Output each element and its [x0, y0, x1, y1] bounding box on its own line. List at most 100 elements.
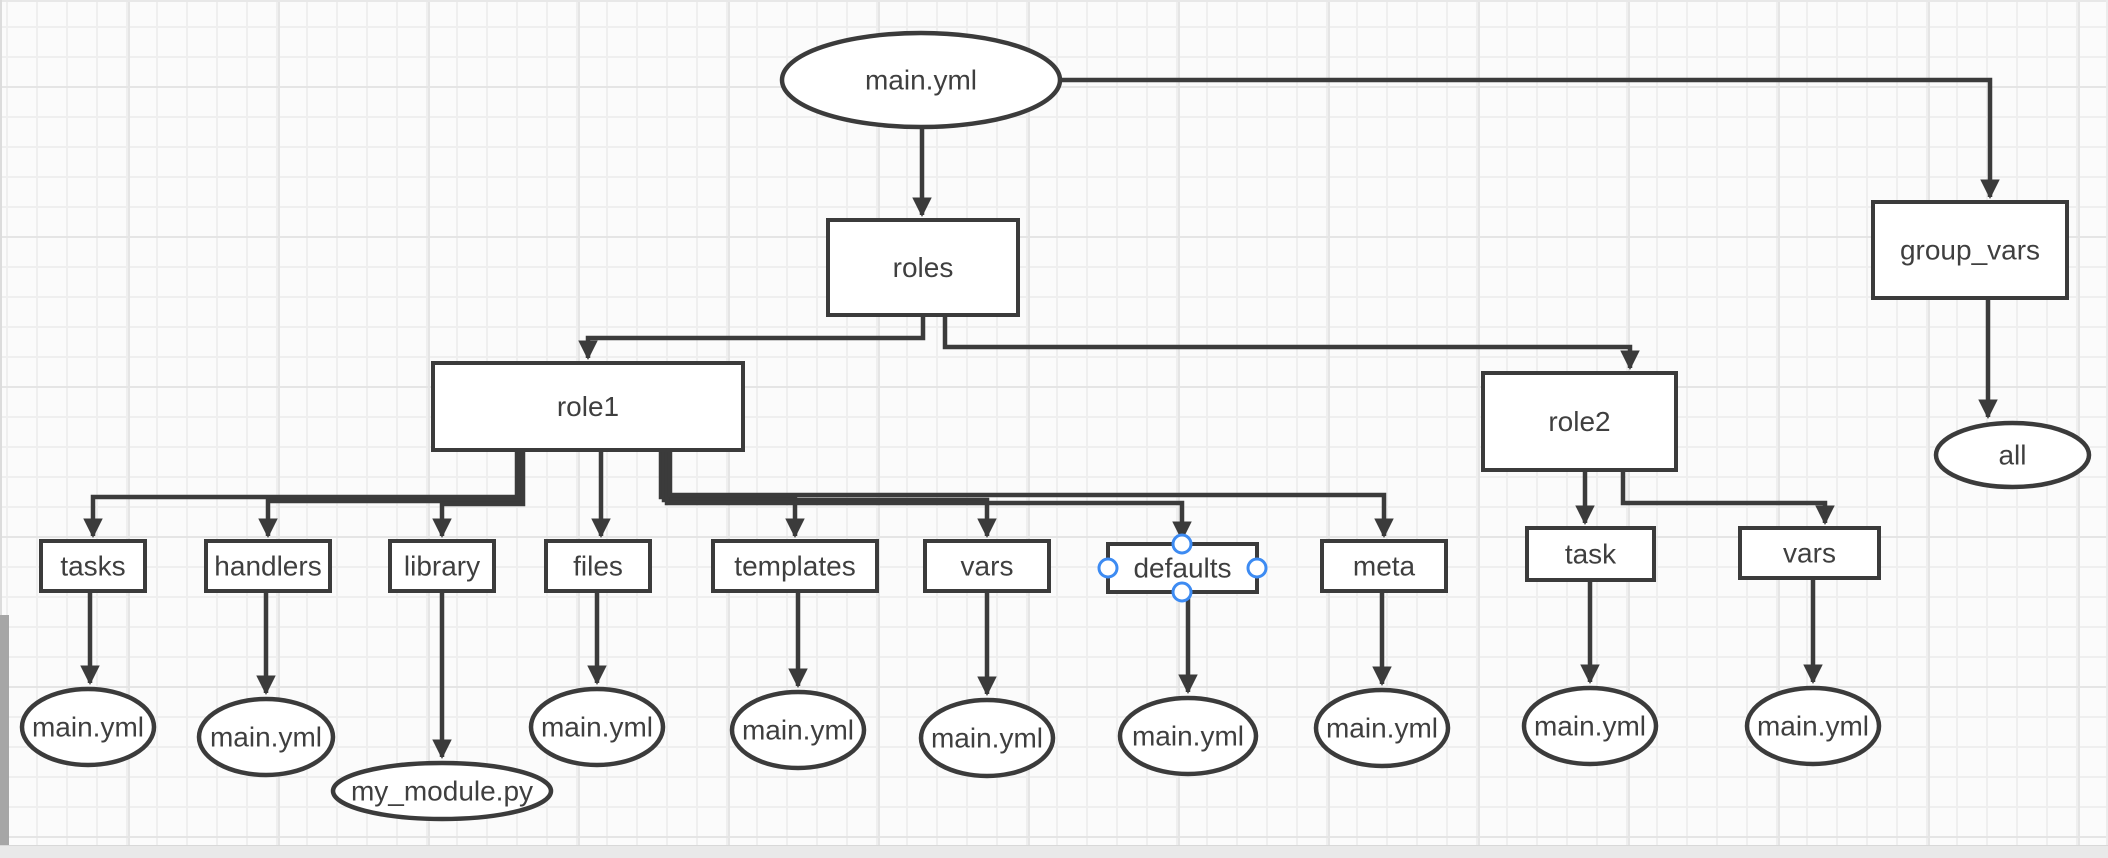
- vars2-label: vars: [1783, 538, 1836, 569]
- left-scrollbar-track[interactable]: [0, 0, 2, 845]
- roles-box[interactable]: [826, 218, 1020, 317]
- role2-label: role2: [1548, 406, 1610, 437]
- edge-role1-to-tasks[interactable]: [83, 450, 520, 538]
- ell-tasks-label: main.yml: [32, 712, 144, 743]
- ell-handlers-label: main.yml: [210, 722, 322, 753]
- node-roles[interactable]: roles: [826, 218, 1020, 317]
- tasks-label: tasks: [60, 551, 125, 582]
- node-templates[interactable]: templates: [711, 539, 879, 593]
- horizontal-scrollbar-track[interactable]: [0, 845, 2108, 858]
- templates-box[interactable]: [711, 539, 879, 593]
- node-ell-vars1[interactable]: main.yml: [918, 697, 1056, 779]
- ell-meta-label: main.yml: [1326, 713, 1438, 744]
- selection-handle-3[interactable]: [1171, 581, 1193, 603]
- ell-templates-label: main.yml: [742, 715, 854, 746]
- roles-label: roles: [893, 252, 954, 283]
- node-ell-task2[interactable]: main.yml: [1521, 685, 1659, 767]
- ell-task2-ellipse[interactable]: [1521, 685, 1659, 767]
- files-box[interactable]: [544, 539, 652, 593]
- node-ell-tasks[interactable]: main.yml: [19, 686, 157, 768]
- node-ell-meta[interactable]: main.yml: [1313, 687, 1451, 769]
- edge-role1-to-library[interactable]: [432, 450, 526, 538]
- ell-files-label: main.yml: [541, 712, 653, 743]
- node-role1[interactable]: role1: [431, 361, 745, 452]
- vars1-label: vars: [961, 551, 1014, 582]
- group-vars-label: group_vars: [1900, 235, 2040, 266]
- ell-task2-label: main.yml: [1534, 711, 1646, 742]
- ell-vars1-ellipse[interactable]: [918, 697, 1056, 779]
- edge-role1-to-vars1[interactable]: [661, 450, 997, 538]
- edge-main-to-group-vars[interactable]: [1060, 77, 2000, 199]
- node-files[interactable]: files: [544, 539, 652, 593]
- vars1-box[interactable]: [923, 539, 1051, 593]
- node-library[interactable]: library: [388, 539, 496, 593]
- node-ell-handlers[interactable]: main.yml: [196, 696, 336, 778]
- edge-role1-to-meta[interactable]: [667, 450, 1394, 538]
- edge-roles-to-role2[interactable]: [942, 315, 1640, 370]
- ell-library-ellipse[interactable]: [330, 760, 554, 822]
- task2-box[interactable]: [1525, 526, 1656, 582]
- window-right-border: [2106, 0, 2108, 858]
- node-ell-library[interactable]: my_module.py: [330, 760, 554, 822]
- edge-role1-to-defaults[interactable]: [664, 450, 1192, 541]
- node-vars1[interactable]: vars: [923, 539, 1051, 593]
- handlers-label: handlers: [214, 551, 321, 582]
- selection-handle-0[interactable]: [1171, 533, 1193, 555]
- vertical-scrollbar-thumb[interactable]: [0, 615, 9, 845]
- ell-vars1-label: main.yml: [931, 723, 1043, 754]
- ell-defaults-ellipse[interactable]: [1117, 695, 1259, 777]
- main-yml-root-label: main.yml: [865, 65, 977, 96]
- role1-box[interactable]: [431, 361, 745, 452]
- ell-files-ellipse[interactable]: [528, 686, 666, 768]
- main-yml-root-ellipse[interactable]: [779, 30, 1063, 130]
- ell-tasks-ellipse[interactable]: [19, 686, 157, 768]
- ell-templates-ellipse[interactable]: [729, 689, 867, 771]
- task2-label: task: [1565, 539, 1617, 570]
- library-box[interactable]: [388, 539, 496, 593]
- ell-vars2-label: main.yml: [1757, 711, 1869, 742]
- node-task2[interactable]: task: [1525, 526, 1656, 582]
- ell-meta-ellipse[interactable]: [1313, 687, 1451, 769]
- node-all[interactable]: all: [1933, 420, 2092, 490]
- node-meta[interactable]: meta: [1320, 539, 1448, 593]
- templates-label: templates: [734, 551, 855, 582]
- node-tasks[interactable]: tasks: [39, 539, 147, 593]
- role1-label: role1: [557, 391, 619, 422]
- edge-role1-to-handlers[interactable]: [258, 450, 523, 538]
- ell-library-label: my_module.py: [351, 776, 533, 807]
- library-label: library: [404, 551, 480, 582]
- ell-vars2-ellipse[interactable]: [1744, 685, 1882, 767]
- node-role2[interactable]: role2: [1481, 371, 1678, 472]
- role2-box[interactable]: [1481, 371, 1678, 472]
- vars2-box[interactable]: [1738, 526, 1881, 580]
- node-ell-defaults[interactable]: main.yml: [1117, 695, 1259, 777]
- selection-handle-2[interactable]: [1246, 557, 1268, 579]
- ell-defaults-label: main.yml: [1132, 721, 1244, 752]
- edges-layer: [80, 77, 2000, 759]
- files-label: files: [573, 551, 623, 582]
- all-label: all: [1998, 440, 2026, 471]
- window-top-border: [0, 0, 2108, 2]
- ell-handlers-ellipse[interactable]: [196, 696, 336, 778]
- all-ellipse[interactable]: [1933, 420, 2092, 490]
- handlers-box[interactable]: [204, 539, 332, 593]
- node-vars2[interactable]: vars: [1738, 526, 1881, 580]
- selection-handle-1[interactable]: [1097, 557, 1119, 579]
- node-ell-templates[interactable]: main.yml: [729, 689, 867, 771]
- node-group-vars[interactable]: group_vars: [1871, 200, 2069, 300]
- node-handlers[interactable]: handlers: [204, 539, 332, 593]
- meta-box[interactable]: [1320, 539, 1448, 593]
- node-ell-files[interactable]: main.yml: [528, 686, 666, 768]
- selection-layer: [1097, 533, 1268, 603]
- edge-role2-to-vars2[interactable]: [1620, 470, 1835, 525]
- group-vars-box[interactable]: [1871, 200, 2069, 300]
- node-ell-vars2[interactable]: main.yml: [1744, 685, 1882, 767]
- node-main-yml-root[interactable]: main.yml: [779, 30, 1063, 130]
- defaults-label: defaults: [1133, 553, 1231, 584]
- tasks-box[interactable]: [39, 539, 147, 593]
- edge-roles-to-role1[interactable]: [578, 315, 926, 360]
